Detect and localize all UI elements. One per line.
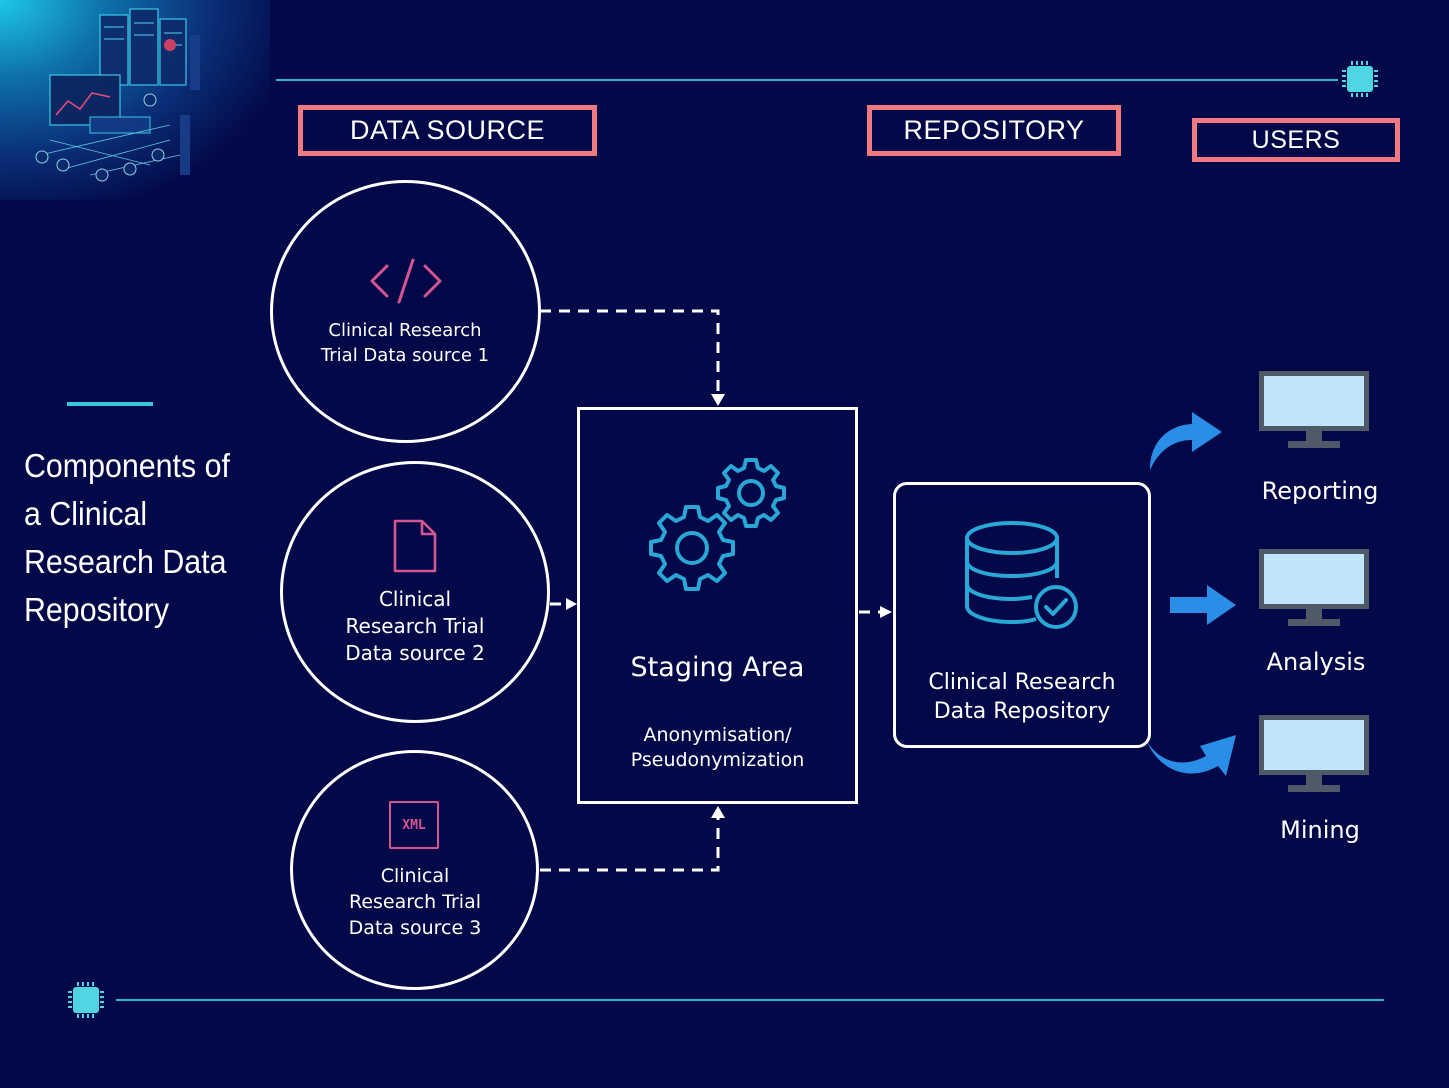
xml-icon-text: XML (402, 817, 426, 833)
user-label-mining: Mining (1280, 816, 1360, 844)
source-3-line1: Clinical (380, 865, 450, 887)
server-illustration (35, 8, 200, 182)
source-2-line1: Clinical (378, 587, 452, 611)
header-data-source: DATA SOURCE (298, 105, 597, 156)
source-circle-3 (290, 750, 539, 990)
user-label-analysis: Analysis (1266, 648, 1366, 676)
header-repository: REPOSITORY (867, 105, 1121, 156)
source-1-line1: Clinical Research (328, 320, 482, 341)
source-1-label: Clinical Research Trial Data source 1 (290, 318, 520, 368)
top-divider-line (276, 79, 1338, 81)
repository-label: Clinical Research Data Repository (896, 668, 1148, 726)
monitor-icon (1259, 371, 1369, 448)
header-users: USERS (1192, 118, 1400, 162)
gears-icon (649, 458, 786, 591)
repository-line2: Data Repository (933, 699, 1111, 724)
title-accent-bar (67, 402, 153, 406)
source-3-line3: Data source 3 (348, 917, 482, 939)
page-title: Components of a Clinical Research Data R… (24, 447, 230, 628)
arrowhead-down (711, 394, 725, 406)
source-2-line2: Research Trial (345, 614, 485, 638)
staging-title: Staging Area (630, 652, 805, 683)
staging-sub-line1: Anonymisation/ (643, 724, 792, 746)
right-arrow-icon (1170, 585, 1236, 625)
database-check-icon (965, 521, 1078, 629)
source-3-line2: Research Trial (348, 891, 482, 913)
bottom-divider-line (116, 999, 1384, 1001)
monitor-icon (1259, 715, 1369, 792)
staging-area-box (577, 407, 858, 804)
source-2-line3: Data source 2 (345, 641, 485, 665)
arrowhead-right (880, 606, 892, 618)
document-icon (393, 519, 437, 573)
source-1-line2: Trial Data source 1 (320, 345, 490, 366)
user-label-reporting: Reporting (1261, 477, 1379, 505)
arrowhead-up (711, 806, 725, 818)
monitor-icon (1259, 549, 1369, 626)
staging-subtitle: Anonymisation/ Pseudonymization (580, 723, 855, 773)
curved-arrow-down-icon (1146, 735, 1236, 776)
repository-box (893, 482, 1151, 748)
curved-arrow-up-icon (1150, 412, 1222, 470)
connector-source3 (540, 818, 720, 872)
repository-line1: Clinical Research (928, 670, 1116, 695)
source-2-label: Clinical Research Trial Data source 2 (300, 586, 530, 667)
chip-icon (1342, 61, 1378, 97)
staging-sub-line2: Pseudonymization (630, 749, 805, 771)
xml-file-icon: XML (389, 801, 439, 849)
source-circle-1 (270, 180, 541, 443)
code-icon (370, 258, 442, 304)
source-circle-2 (280, 461, 550, 723)
source-3-label: Clinical Research Trial Data source 3 (300, 863, 530, 941)
arrowhead-right (566, 598, 577, 610)
connector-source1 (540, 309, 720, 395)
chip-icon (68, 982, 104, 1018)
